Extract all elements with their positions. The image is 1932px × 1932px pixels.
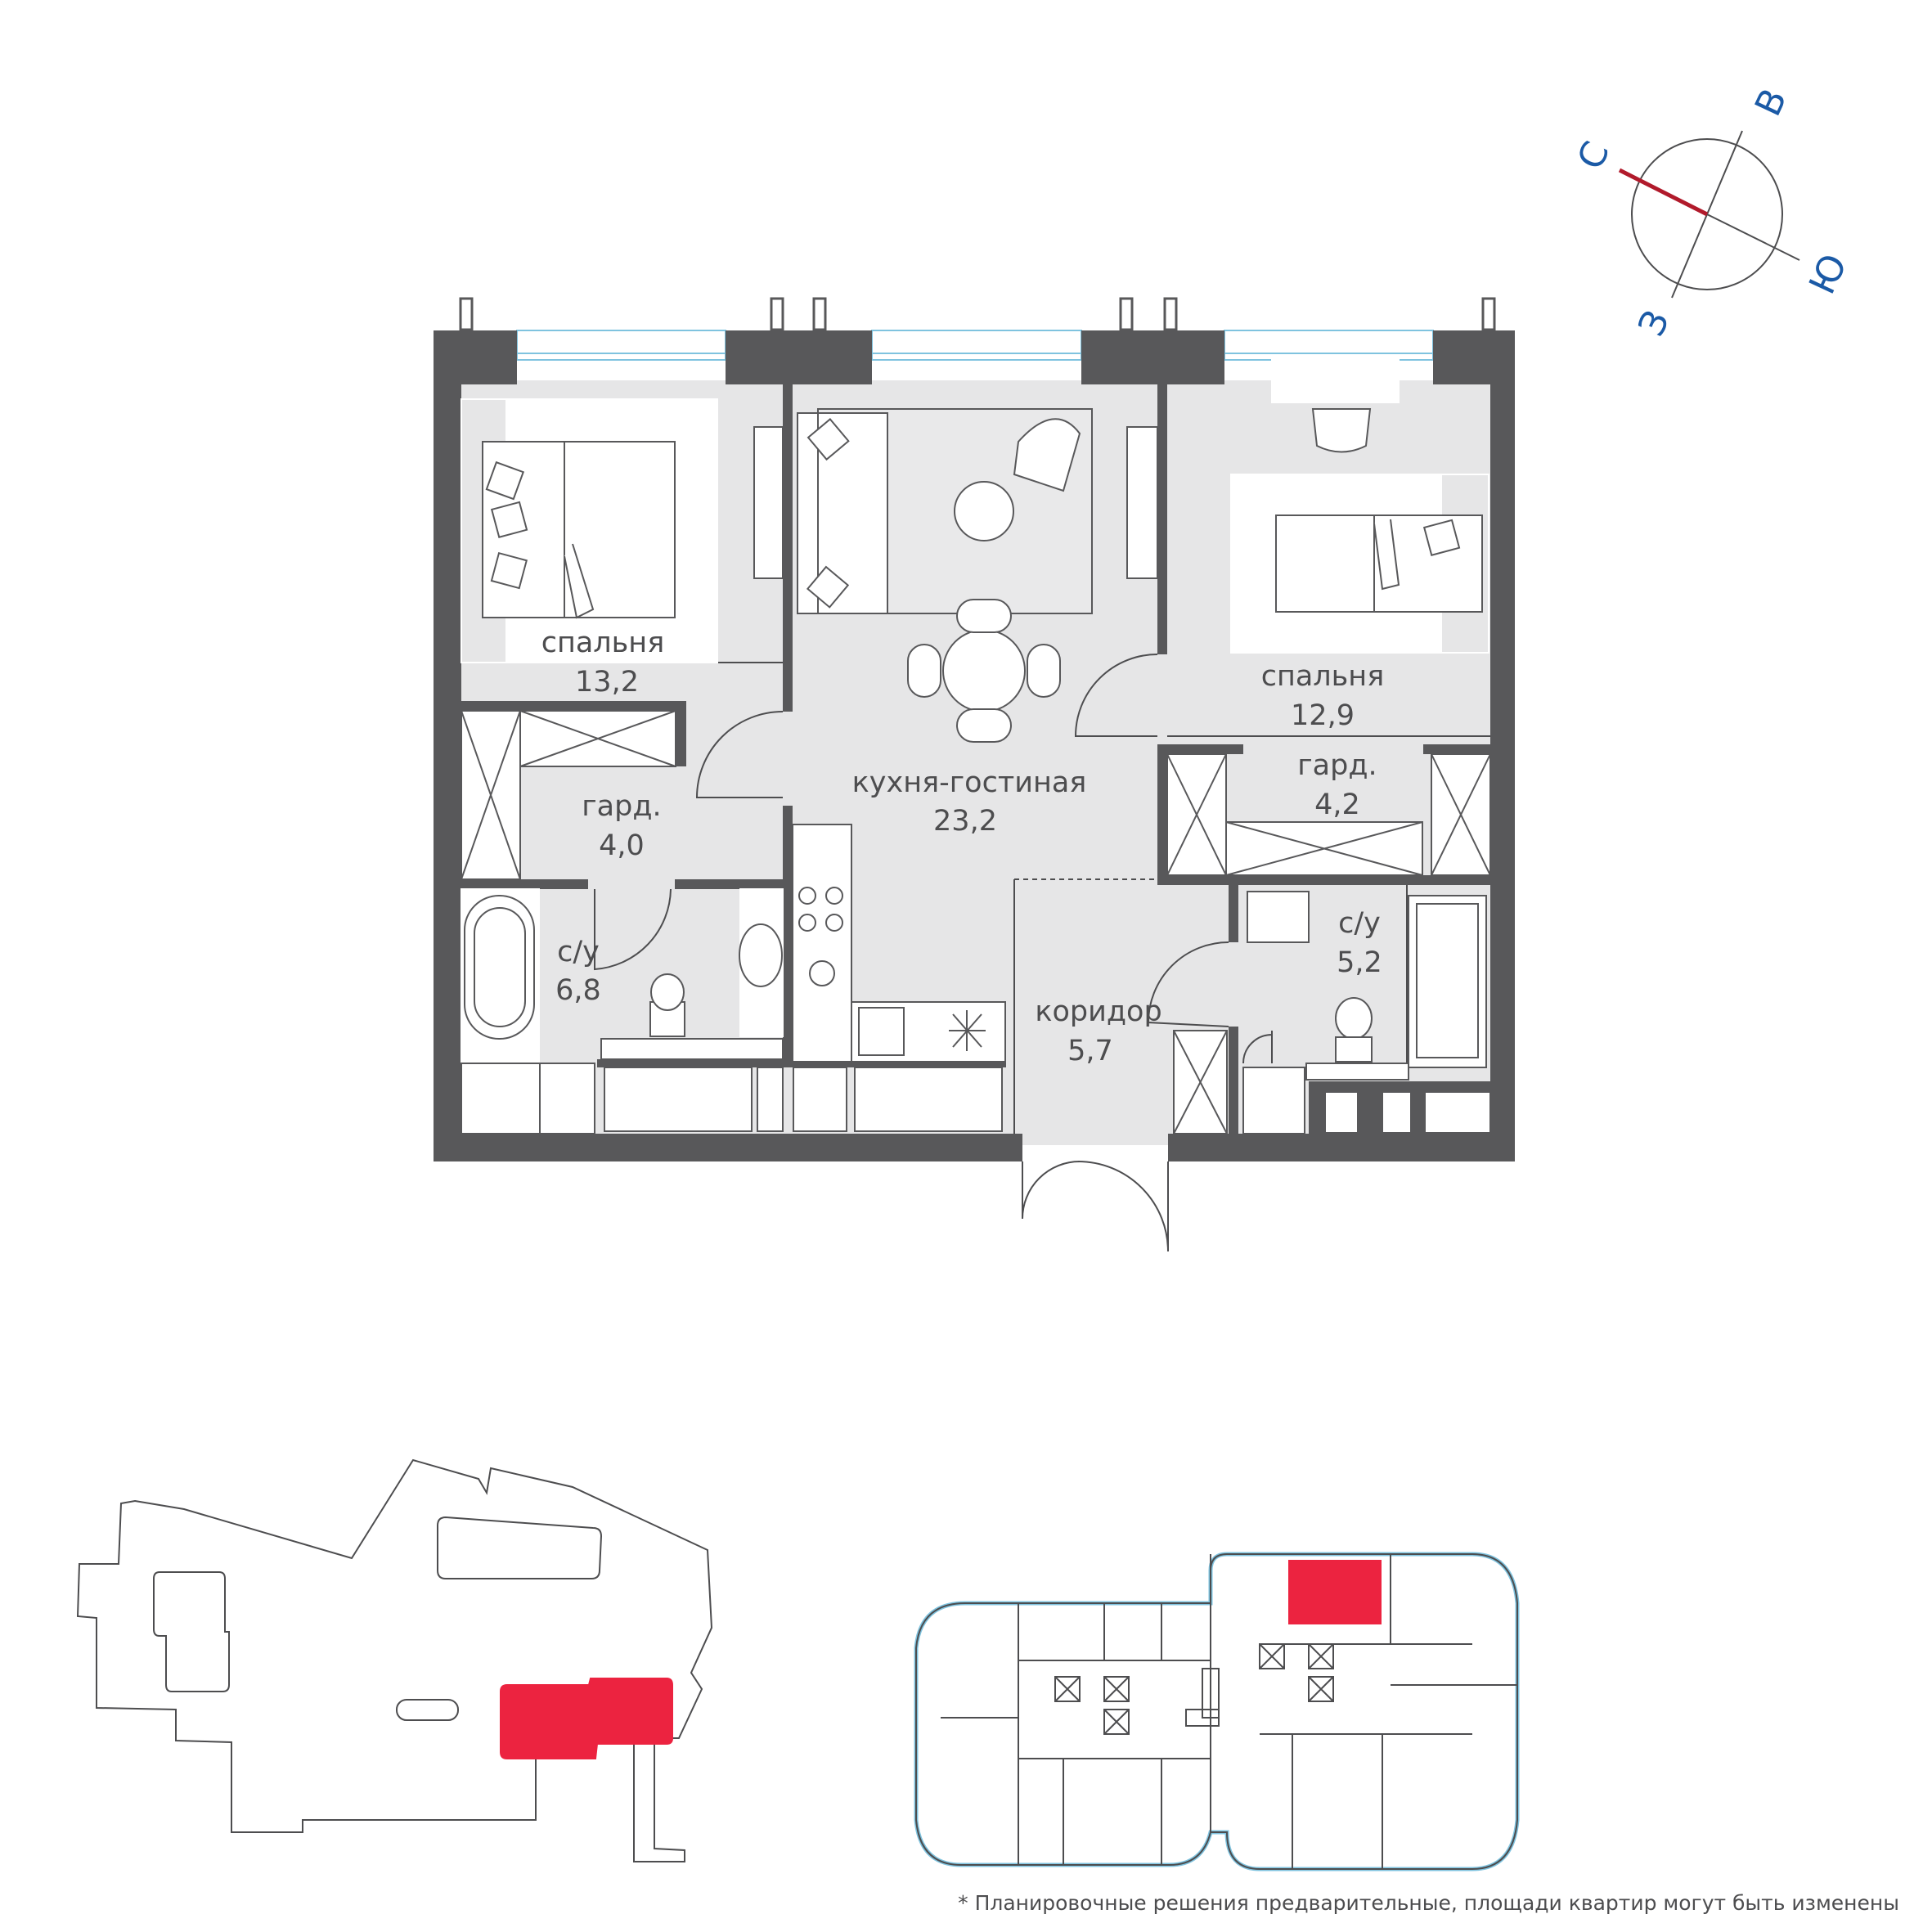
room-name-bedroom-left: спальня	[541, 627, 665, 659]
inner-walls	[461, 384, 1490, 1134]
bedroom-right-furniture	[1230, 359, 1489, 654]
desk	[1271, 359, 1400, 403]
room-area-wardrobe-right: 4,2	[1314, 789, 1360, 821]
current-building-highlight	[500, 1678, 673, 1759]
building-west	[153, 1571, 230, 1692]
toilet	[1335, 997, 1373, 1040]
desk-chair	[1311, 408, 1372, 453]
room-area-bedroom-right: 12,9	[1291, 699, 1355, 732]
window-frames	[459, 297, 1496, 331]
floor-key-plan	[914, 1552, 1520, 1871]
compass-letter-north: С	[1570, 136, 1618, 176]
bedroom-left-furniture	[461, 398, 718, 663]
room-area-corridor: 5,7	[1067, 1035, 1113, 1067]
floor-outline	[915, 1553, 1518, 1870]
kitchen-furniture	[792, 824, 1006, 1063]
coffee-table	[954, 481, 1014, 541]
room-area-bedroom-left: 13,2	[575, 666, 639, 699]
bathroom-left-fixtures	[461, 888, 1003, 1134]
wardrobes	[461, 710, 1491, 1134]
current-apartment-highlight	[1288, 1560, 1382, 1624]
compass-needle-north	[1618, 168, 1709, 217]
room-area-bathroom-left: 6,8	[555, 974, 601, 1007]
compass-axis-south	[1706, 213, 1800, 261]
room-name-bathroom-right: с/у	[1338, 907, 1381, 940]
compass-axis-west	[1671, 213, 1708, 299]
building-north	[437, 1516, 603, 1579]
site-outline	[76, 1458, 713, 1862]
dining-table	[942, 629, 1026, 712]
room-area-wardrobe-left: 4,0	[599, 829, 645, 862]
compass-letter-south: Ю	[1801, 248, 1855, 301]
room-name-wardrobe-left: гард.	[582, 790, 661, 823]
room-name-corridor: коридор	[1035, 995, 1161, 1028]
apartment-plan: спальня 13,2 кухня-гостиная 23,2 спальня…	[434, 297, 1515, 1252]
toilet	[650, 973, 685, 1011]
room-name-bathroom-left: с/у	[557, 936, 600, 968]
compass-axis-east	[1706, 130, 1743, 215]
compass-letter-east: В	[1747, 83, 1795, 123]
floor-partitions	[941, 1554, 1517, 1869]
sink	[1247, 891, 1310, 943]
door-swings	[594, 654, 1273, 1252]
living-room-furniture	[753, 408, 1158, 743]
room-name-living: кухня-гостиная	[852, 766, 1087, 799]
compass-letter-west: З	[1630, 304, 1678, 343]
compass: С В Ю З	[1570, 83, 1856, 343]
bathroom-right-fixtures	[1242, 891, 1491, 1134]
compass-ring	[1631, 138, 1783, 290]
outer-walls	[434, 330, 1515, 1161]
windows	[516, 330, 1434, 361]
room-labels: спальня 13,2 кухня-гостиная 23,2 спальня…	[541, 627, 1385, 1067]
room-area-living: 23,2	[933, 805, 997, 838]
room-name-bedroom-right: спальня	[1261, 660, 1385, 693]
room-name-wardrobe-right: гард.	[1297, 749, 1377, 782]
building-small	[396, 1699, 459, 1721]
armchair	[1013, 418, 1081, 492]
disclaimer-footnote: * Планировочные решения предварительные,…	[958, 1891, 1899, 1915]
site-plan	[76, 1458, 713, 1862]
bath-shelf	[461, 1063, 595, 1134]
floor-outline-glazing	[914, 1552, 1520, 1871]
elevator-shafts	[1054, 1643, 1334, 1735]
sink	[739, 923, 783, 987]
room-area-bathroom-right: 5,2	[1337, 946, 1382, 979]
